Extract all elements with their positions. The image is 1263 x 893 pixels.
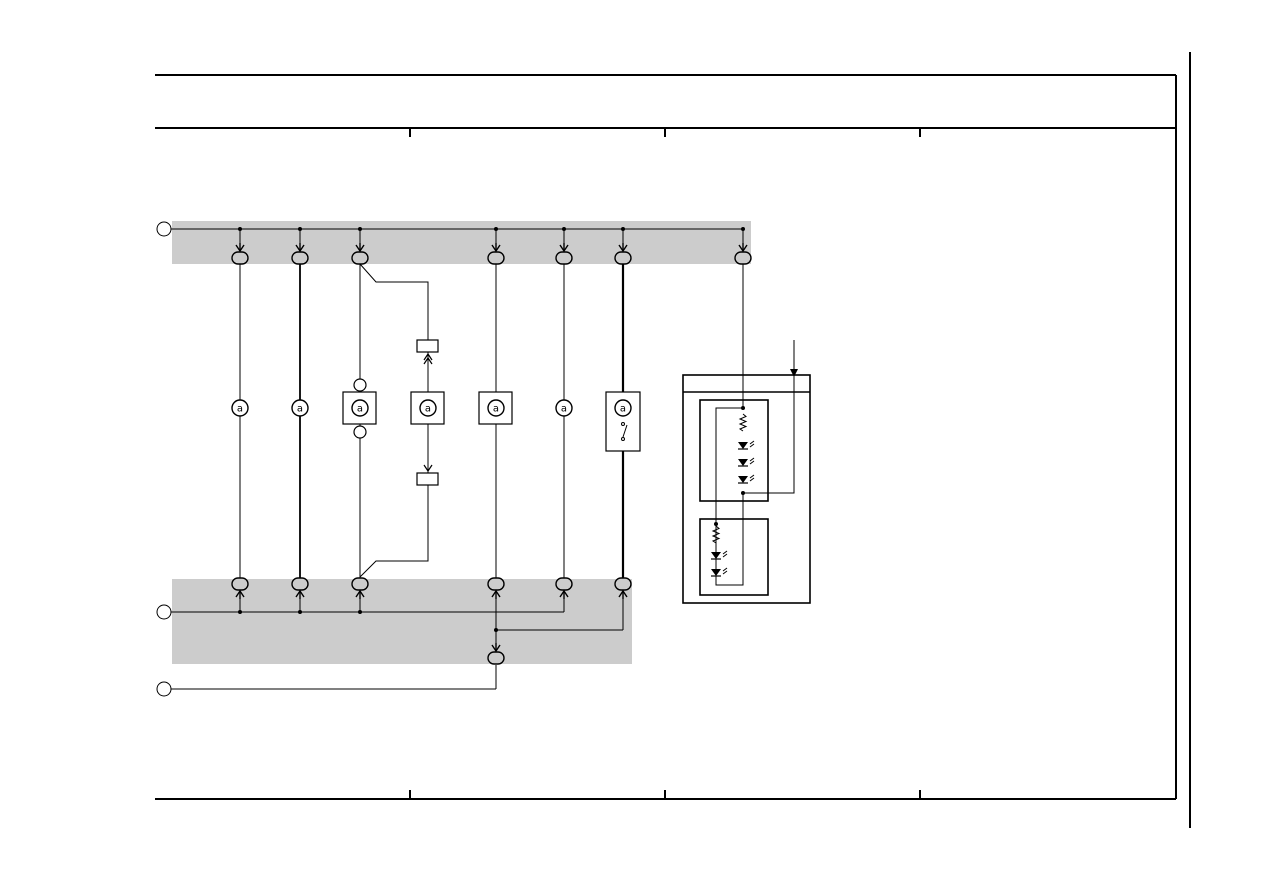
led-group-upper-box bbox=[699, 399, 769, 502]
junction-dot bbox=[358, 610, 362, 614]
led-ray bbox=[749, 457, 755, 462]
led-group-lower-box bbox=[699, 518, 769, 596]
top-bus bbox=[156, 221, 743, 237]
lamp-bulb-icon bbox=[614, 399, 632, 417]
bulb-glyph: a bbox=[237, 404, 243, 415]
led-icon bbox=[738, 442, 748, 449]
bulb-glyph: a bbox=[297, 404, 303, 415]
connector-icon bbox=[487, 651, 505, 665]
ground-terminal-circle bbox=[156, 681, 172, 697]
connector-icon bbox=[351, 251, 369, 265]
upper-detour-wire bbox=[359, 263, 429, 340]
led-ray bbox=[722, 553, 728, 558]
led-control-wire bbox=[743, 340, 795, 494]
bulb-glyph: a bbox=[357, 404, 363, 415]
arrow-down-icon bbox=[790, 369, 798, 377]
lamp-bulb-icon bbox=[555, 399, 573, 417]
top-terminal-circle bbox=[156, 221, 172, 237]
arrow-down-icon bbox=[423, 464, 433, 473]
led-ray bbox=[722, 550, 728, 555]
led-ray bbox=[749, 477, 755, 482]
connector-icon bbox=[555, 251, 573, 265]
junction-dot bbox=[238, 610, 242, 614]
led-loop-wire bbox=[715, 407, 744, 586]
lamp-bulb-icon bbox=[487, 399, 505, 417]
connector-icon bbox=[614, 251, 632, 265]
connector-icon bbox=[231, 577, 249, 591]
lamp-bulb-icon bbox=[291, 399, 309, 417]
plug-connector bbox=[416, 339, 439, 353]
detour-wires bbox=[359, 263, 429, 578]
led-ray bbox=[749, 474, 755, 479]
bottom-bus bbox=[156, 592, 624, 697]
switch-contact bbox=[621, 437, 625, 441]
led-ray bbox=[749, 443, 755, 448]
led-module-box bbox=[682, 374, 811, 604]
lamp-box bbox=[342, 391, 377, 425]
lamp-bulb-icon bbox=[419, 399, 437, 417]
connector-icon bbox=[734, 251, 752, 265]
plug-connector bbox=[416, 472, 439, 486]
junction-dot bbox=[714, 522, 718, 526]
junction-dot bbox=[741, 491, 745, 495]
terminal-circle bbox=[353, 378, 367, 392]
bottom-junction-block bbox=[172, 579, 632, 664]
lamp-bulb-icon bbox=[231, 399, 249, 417]
connector-icon bbox=[487, 251, 505, 265]
lower-detour-wire bbox=[359, 485, 429, 578]
led-icon bbox=[738, 459, 748, 466]
switch-icon bbox=[622, 424, 628, 438]
led-module bbox=[682, 264, 811, 604]
bulb-glyph: a bbox=[425, 404, 431, 415]
bottom-terminal-circle bbox=[156, 604, 172, 620]
led-ray bbox=[749, 440, 755, 445]
led-ray bbox=[722, 570, 728, 575]
connector-icon bbox=[555, 577, 573, 591]
lamp-bulb-icon bbox=[351, 399, 369, 417]
junction-dot bbox=[298, 610, 302, 614]
arrow-up-icon bbox=[423, 356, 433, 365]
junction-dot bbox=[741, 406, 745, 410]
connector-icon bbox=[291, 577, 309, 591]
connector-icon bbox=[231, 251, 249, 265]
bulb-glyph: a bbox=[561, 404, 567, 415]
resistor-icon bbox=[738, 413, 748, 432]
switch-contact bbox=[621, 422, 625, 426]
top-junction-block bbox=[172, 221, 751, 264]
connector-icon bbox=[487, 577, 505, 591]
led-icon bbox=[738, 476, 748, 483]
connector-icon bbox=[614, 577, 632, 591]
junction-dot bbox=[494, 628, 498, 632]
terminal-circle bbox=[353, 425, 367, 439]
led-ray bbox=[722, 567, 728, 572]
bulb-glyph: a bbox=[620, 404, 626, 415]
page-frame bbox=[155, 52, 1191, 828]
bulb-glyph: a bbox=[493, 404, 499, 415]
connector-icon bbox=[351, 577, 369, 591]
arrow-up-icon bbox=[423, 352, 433, 361]
led-ray bbox=[749, 460, 755, 465]
connector-icon bbox=[291, 251, 309, 265]
